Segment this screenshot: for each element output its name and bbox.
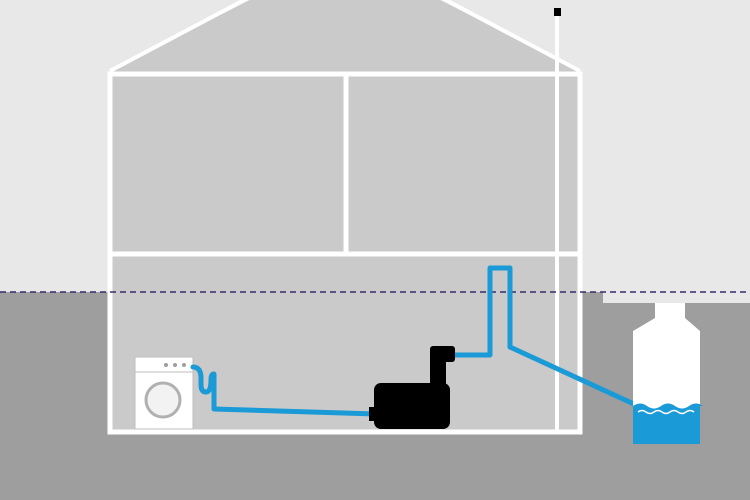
pump-body [374,383,450,429]
vent-pipe-cap [554,8,561,16]
pipe-loop-to-tank [507,344,639,408]
pipe-washer-to-pump [190,364,379,417]
vent-pipe [554,8,561,432]
drain-pipe [190,265,639,417]
washing-machine-door [144,381,182,419]
washing-machine-icon [134,356,194,430]
roof-outline [109,0,249,73]
washing-machine-knob [182,363,186,367]
washing-machine-knob [164,363,168,367]
washing-machine-knob [173,363,177,367]
pump-riser-cap [433,346,455,362]
house-cross-section [107,0,583,435]
tank-with-water-icon [633,303,703,444]
pipe-pump-to-loop [449,265,513,358]
tank-water [633,403,703,444]
tank-water-wave [637,409,695,415]
pump-unit-icon [369,346,455,429]
street-slab [603,286,750,303]
pump-inlet-stub [369,407,377,421]
